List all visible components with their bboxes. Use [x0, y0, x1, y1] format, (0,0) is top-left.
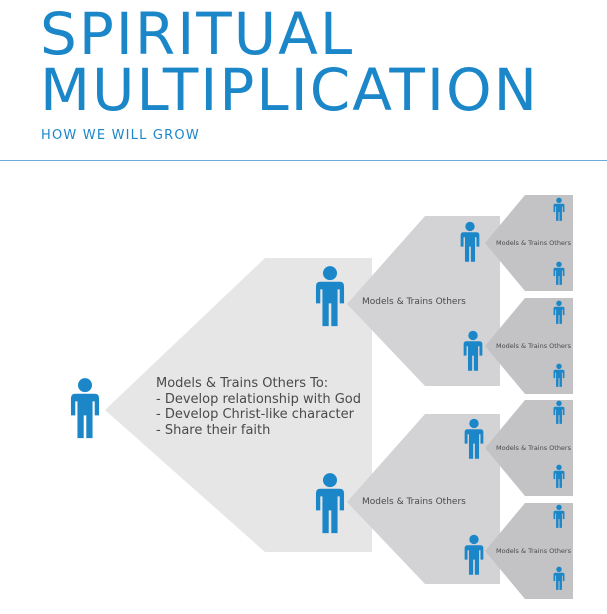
person-icon-root — [70, 378, 100, 439]
level2-label-top: Models & Trains Others — [362, 297, 466, 307]
level2-panel-bottom — [347, 414, 500, 584]
root-description: Models & Trains Others To: - Develop rel… — [156, 376, 361, 438]
page-subtitle: HOW WE WILL GROW — [41, 128, 200, 143]
root-item-3: - Share their faith — [156, 422, 271, 438]
level3-label-2: Models & Trains Others — [496, 342, 571, 350]
level2-label-bottom: Models & Trains Others — [362, 497, 466, 507]
title-line-1: SPIRITUAL — [40, 0, 355, 68]
level3-label-3: Models & Trains Others — [496, 444, 571, 452]
level3-label-1: Models & Trains Others — [496, 239, 571, 247]
root-item-1: - Develop relationship with God — [156, 391, 362, 407]
level3-panel-3 — [485, 400, 573, 496]
level3-panel-1 — [485, 195, 573, 291]
level3-panel-2 — [485, 298, 573, 394]
level2-panel-top — [347, 216, 500, 386]
header-divider — [0, 160, 607, 161]
page-title: SPIRITUAL MULTIPLICATION — [40, 0, 539, 124]
root-heading: Models & Trains Others To: — [156, 376, 329, 391]
level3-label-4: Models & Trains Others — [496, 547, 571, 555]
root-item-2: - Develop Christ-like character — [156, 407, 354, 422]
root-panel — [105, 258, 372, 552]
level3-panel-4 — [485, 503, 573, 599]
title-line-2: MULTIPLICATION — [40, 56, 539, 124]
